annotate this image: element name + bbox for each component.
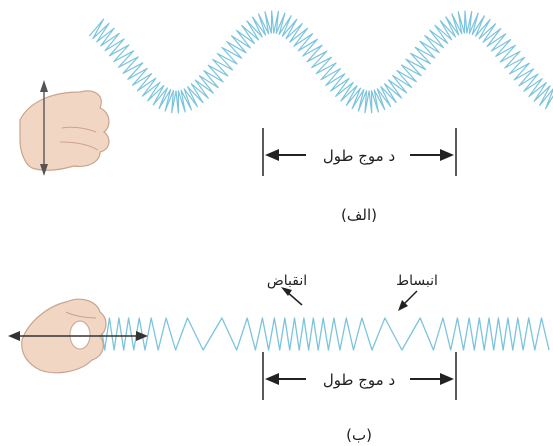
longitudinal-spring bbox=[100, 318, 549, 350]
hand-shape-a bbox=[20, 91, 109, 170]
transverse-spring bbox=[89, 11, 553, 113]
wavelength-label-b: د موج طول bbox=[323, 371, 395, 390]
panel-transverse: د موج طول (الف) bbox=[20, 11, 553, 224]
wavelength-label-a: د موج طول bbox=[323, 147, 395, 166]
caption-a: (الف) bbox=[341, 206, 377, 224]
panel-longitudinal: انقباض انبساط د موج طول (ب) bbox=[8, 273, 549, 444]
rarefaction-label: انبساط bbox=[396, 273, 438, 289]
hand-transverse bbox=[20, 91, 109, 170]
longitudinal-coil bbox=[100, 318, 549, 350]
rarefaction-pointer bbox=[398, 291, 417, 311]
wavelength-marker-b: د موج طول bbox=[263, 352, 456, 400]
wavelength-marker-a: د موج طول bbox=[263, 128, 456, 176]
compression-label: انقباض bbox=[267, 273, 307, 289]
caption-b: (ب) bbox=[346, 426, 372, 444]
compression-pointer bbox=[281, 287, 302, 305]
transverse-coil bbox=[89, 11, 553, 113]
